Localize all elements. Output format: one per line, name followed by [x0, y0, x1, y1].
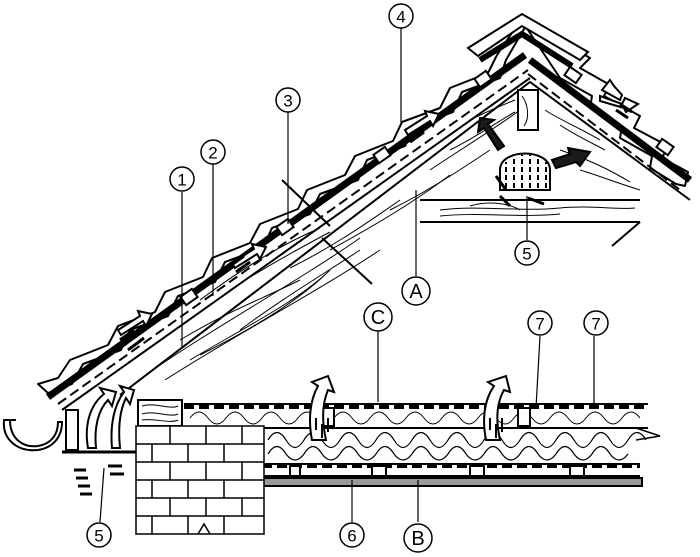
- callout-5-ridge-label: 5: [522, 245, 531, 264]
- callout-C-circle: [363, 302, 393, 332]
- wood-grain: [149, 99, 641, 381]
- roof-battens: [179, 65, 675, 307]
- callout-3-circle: [275, 87, 301, 113]
- callout-7-left-circle: [527, 310, 553, 336]
- callouts: [86, 3, 609, 553]
- wall-plate: [137, 399, 183, 427]
- upper-insulation: [184, 403, 648, 429]
- callout-labels: 1 2 3 4 5 A C 7 7 5 6 B: [94, 8, 600, 551]
- callout-7-right-label: 7: [591, 315, 600, 334]
- airflow-arrows: [85, 78, 641, 449]
- callout-A-circle: [401, 276, 431, 306]
- callout-1-label: 1: [177, 171, 186, 190]
- ridge-vent: [499, 152, 551, 191]
- callout-6-circle: [339, 522, 365, 548]
- ceiling-joists: [321, 407, 531, 427]
- ceiling-airflow-dashes: [315, 418, 503, 438]
- fascia: [62, 409, 136, 454]
- leader-lines: [99, 28, 595, 523]
- callout-5-ridge-circle: [514, 240, 540, 266]
- gutter-icon: [2, 419, 64, 452]
- roof-underlay-right: [527, 57, 693, 191]
- callout-6-label: 6: [347, 527, 356, 546]
- zone-A-label: A: [409, 281, 423, 303]
- ceiling-board: [261, 477, 643, 487]
- zone-B-label: B: [411, 528, 424, 550]
- brick-wall: [135, 425, 265, 535]
- callout-5-eave-circle: [86, 522, 112, 548]
- callout-2-label: 2: [208, 144, 217, 163]
- callout-4-label: 4: [396, 8, 405, 27]
- callout-5-eave-label: 5: [94, 527, 103, 546]
- callout-7-left-label: 7: [535, 315, 544, 334]
- callout-B-circle: [403, 523, 433, 553]
- airflow-dashes: [74, 102, 633, 496]
- callout-4-circle: [388, 3, 414, 29]
- callout-3-label: 3: [283, 92, 292, 111]
- callout-2-circle: [200, 139, 226, 165]
- zone-C-label: C: [371, 307, 385, 329]
- battens-ceiling: [289, 465, 585, 477]
- callout-1-circle: [169, 166, 195, 192]
- ridge-cap: [466, 12, 590, 69]
- section-lines: [281, 179, 373, 285]
- callout-7-right-circle: [583, 310, 609, 336]
- roof-tiles-left: [37, 17, 529, 394]
- king-post: [517, 89, 539, 131]
